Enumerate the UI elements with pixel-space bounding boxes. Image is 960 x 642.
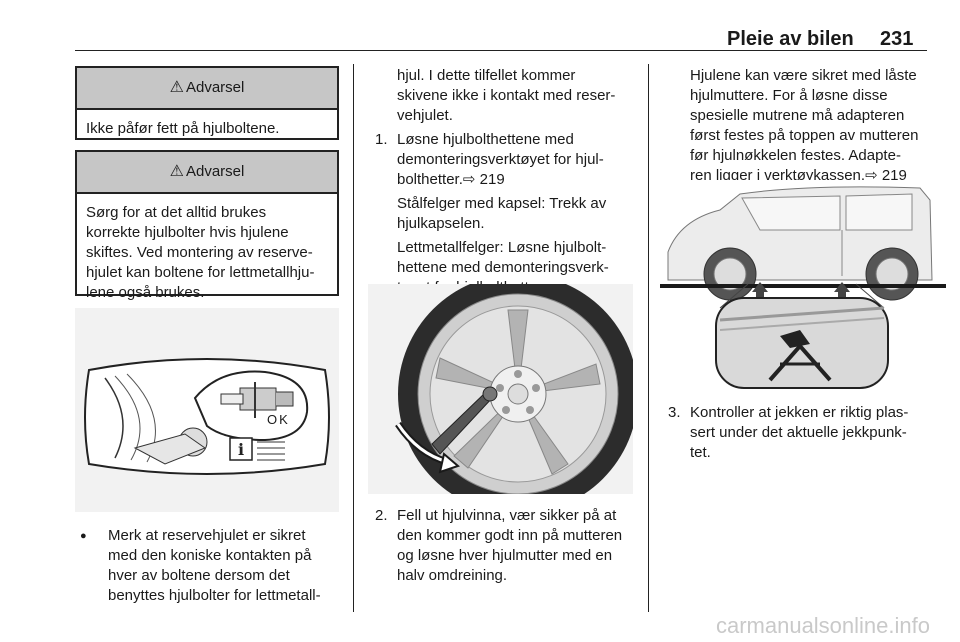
van-jack-illustration [660,186,946,389]
text-line: før hjulnøkkelen festes. Adapte- [690,147,901,164]
warning-title: Advarsel [185,163,245,180]
warning-line: korrekte hjulbolter hvis hjulene [86,224,289,241]
warning-line: lene også brukes. [86,284,205,301]
bullet-line: med den koniske kontakten på [108,547,312,564]
page-ref-icon: ⇨ [462,171,476,188]
step-number: 1. [375,131,388,148]
sub-paragraph-steel: Stålfelger med kapsel: Trekk av hjulkaps… [397,194,643,234]
text-line: og løsne hver hjulmutter med en [397,547,613,564]
warning-line: skiftes. Ved montering av reserve- [86,244,313,261]
warning-line: hjulet kan boltene for lettmetallhju- [86,264,315,281]
ok-label: OK [267,412,290,427]
continued-paragraph: hjul. I dette tilfellet kommer skivene i… [397,66,643,126]
watermark: carmanualsonline.info [715,613,930,638]
warning-line: Sørg for at det alltid brukes [86,204,267,221]
column-divider-1 [353,64,354,612]
header-rule [75,50,927,51]
svg-text:i: i [238,440,244,459]
warning-title: Advarsel [185,79,245,96]
text-line: hjul. I dette tilfellet kommer [397,67,576,84]
text-line: hjulmuttere. For å løsne disse [690,87,888,104]
text-line: bolthetter.⇨ 219 [397,171,505,188]
text-line: Løsne hjulbolthettene med [397,131,574,148]
bolt-contact-illustration: i [84,358,330,475]
text-line: demonteringsverktøyet for hjul- [397,151,604,168]
text-line: ren ligger i verktøykassen.⇨ 219 [690,167,907,184]
text-line: sert under det aktuelle jekkpunk- [690,424,907,441]
text-line: Stålfelger med kapsel: Trekk av [397,195,607,212]
bullet-line: hver av boltene dersom det [108,567,290,584]
bolt-contact-figure: i OK [75,308,339,512]
step-3: 3. Kontroller at jekken er riktig plas- … [668,403,953,463]
text-line: Fell ut hjulvinna, vær sikker på at [397,507,617,524]
column-2-text: hjul. I dette tilfellet kommer skivene i… [375,66,643,298]
text-line: Kontroller at jekken er riktig plas- [690,404,909,421]
bullet-symbol: ● [80,530,87,542]
warning-box-2: ⚠Advarsel Sørg for at det alltid brukes … [75,150,339,301]
step-2: 2. Fell ut hjulvinna, vær sikker på at d… [375,506,643,586]
page-ref-icon: ⇨ [865,167,878,184]
step-number: 3. [668,404,681,421]
warning-header: ⚠Advarsel [77,68,337,110]
page-ref: 219 [479,171,505,188]
step-number: 2. [375,507,388,524]
text-line: hettene med demonteringsverk- [397,259,609,276]
step-1: 1. Løsne hjulbolthettene med demontering… [375,130,643,298]
warning-text: Ikke påfør fett på hjulboltene. [86,120,280,137]
bullet-line: benyttes hjulbolter for lettmetall- [108,587,321,604]
warning-text: Sørg for at det alltid brukes korrekte h… [77,194,337,313]
text-line: hjulkapselen. [397,215,485,232]
warning-header: ⚠Advarsel [77,152,337,194]
text-line: tet. [690,444,711,461]
column-divider-2 [648,64,649,612]
wheel-wrench-figure [368,284,633,494]
warning-box-1: ⚠Advarsel Ikke påfør fett på hjulboltene… [75,66,339,140]
text-line: vehjulet. [397,107,453,124]
text-line: halv omdreining. [397,567,508,584]
sub-paragraph-alloy: Lettmetallfelger: Løsne hjulbolt- hetten… [397,238,643,298]
text-line: først festes på toppen av mutteren [690,127,919,144]
text-line: Lettmetallfelger: Løsne hjulbolt- [397,239,607,256]
wheel-illustration [395,284,633,494]
text-line: spesielle mutrene må adapteren [690,107,905,124]
page-number: 231 [880,28,914,50]
text-line: skivene ikke i kontakt med reser- [397,87,616,104]
page-header-title: Pleie av bilen [727,28,854,50]
warning-icon: ⚠ [169,79,184,96]
page-ref: 219 [881,167,907,184]
text-line: Hjulene kan være sikret med låste [690,67,917,84]
bullet-item: ● Merk at reservehjulet er sikret med de… [80,526,350,606]
locking-nut-paragraph: Hjulene kan være sikret med låste hjulmu… [690,66,955,186]
text-line: den kommer godt inn på mutteren [397,527,623,544]
warning-icon: ⚠ [169,163,184,180]
jack-position-figure [660,180,946,394]
bullet-line: Merk at reservehjulet er sikret [108,527,306,544]
